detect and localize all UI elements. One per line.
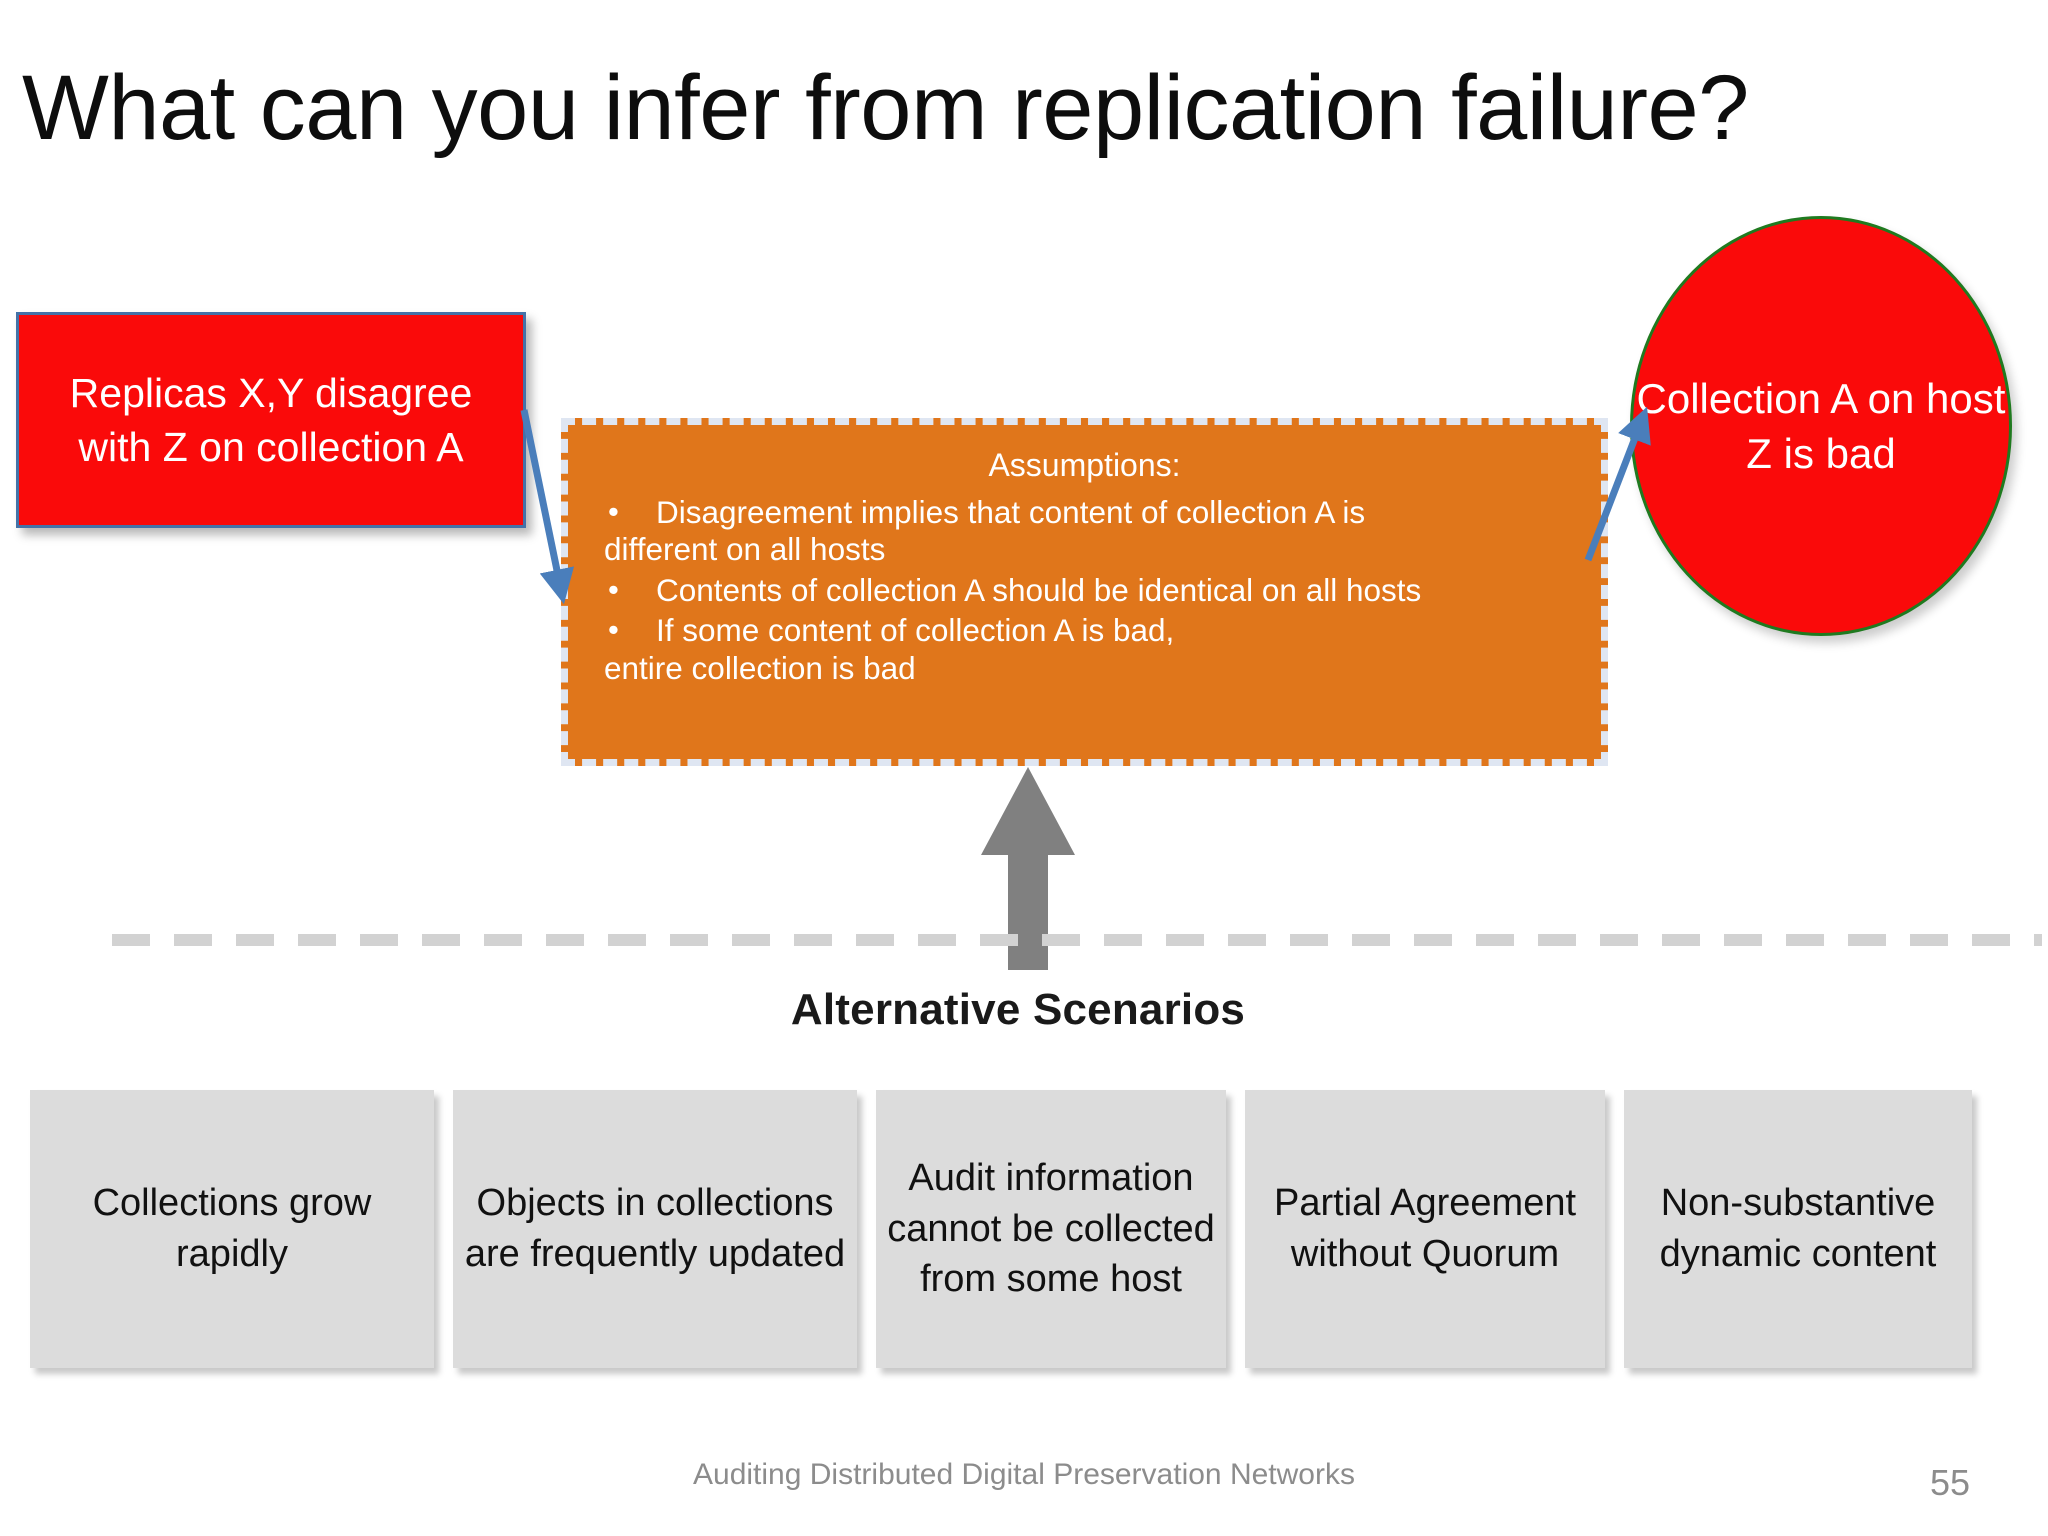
conclusion-circle: Collection A on host Z is bad [1630, 216, 2012, 636]
alternative-scenario-cards: Collections grow rapidly Objects in coll… [30, 1090, 2018, 1368]
page-number: 55 [1929, 1462, 1970, 1503]
scenario-card[interactable]: Collections grow rapidly [30, 1090, 434, 1368]
alternatives-heading: Alternative Scenarios [0, 985, 2048, 1035]
scenario-card-label: Partial Agreement without Quorum [1273, 1182, 1577, 1275]
section-divider [112, 934, 2042, 946]
assumption-item-line2: different on all hosts [604, 531, 886, 568]
assumption-item-line1: Disagreement implies that content of col… [656, 494, 1366, 530]
assumptions-list: • Disagreement implies that content of c… [568, 494, 1601, 687]
conclusion-circle-label: Collection A on host Z is bad [1636, 374, 2006, 477]
bullet-icon: • [608, 612, 619, 648]
assumption-item-line1: Contents of collection A should be ident… [656, 571, 1422, 608]
assumption-item-line2: entire collection is bad [604, 649, 916, 686]
page-title: What can you infer from replication fail… [22, 57, 1749, 159]
scenario-card[interactable]: Audit information cannot be collected fr… [876, 1090, 1226, 1368]
arrow-premise-to-assumptions [520, 409, 575, 605]
assumptions-box: Assumptions: • Disagreement implies that… [561, 418, 1608, 766]
scenario-card[interactable]: Partial Agreement without Quorum [1245, 1090, 1605, 1368]
bullet-icon: • [608, 571, 619, 607]
scenario-card[interactable]: Objects in collections are frequently up… [453, 1090, 857, 1368]
premise-box-label: Replicas X,Y disagree with Z on collecti… [69, 369, 473, 470]
assumption-item-line1: If some content of collection A is bad, [656, 612, 1175, 649]
premise-box: Replicas X,Y disagree with Z on collecti… [16, 312, 526, 528]
bullet-icon: • [608, 494, 619, 529]
scenario-card-label: Objects in collections are frequently up… [464, 1182, 846, 1275]
scenario-card[interactable]: Non-substantive dynamic content [1624, 1090, 1972, 1368]
footer-title: Auditing Distributed Digital Preservatio… [693, 1458, 1355, 1491]
assumptions-heading: Assumptions: [988, 447, 1181, 483]
assumption-item: • Disagreement implies that content of c… [590, 494, 1579, 569]
scenario-card-label: Collections grow rapidly [92, 1182, 372, 1275]
assumption-item: • Contents of collection A should be ide… [590, 572, 1579, 609]
assumption-item: • If some content of collection A is bad… [590, 612, 1579, 687]
scenario-card-label: Non-substantive dynamic content [1659, 1182, 1937, 1275]
scenario-card-label: Audit information cannot be collected fr… [887, 1157, 1215, 1301]
alternatives-heading-label: Alternative Scenarios [790, 985, 1246, 1034]
